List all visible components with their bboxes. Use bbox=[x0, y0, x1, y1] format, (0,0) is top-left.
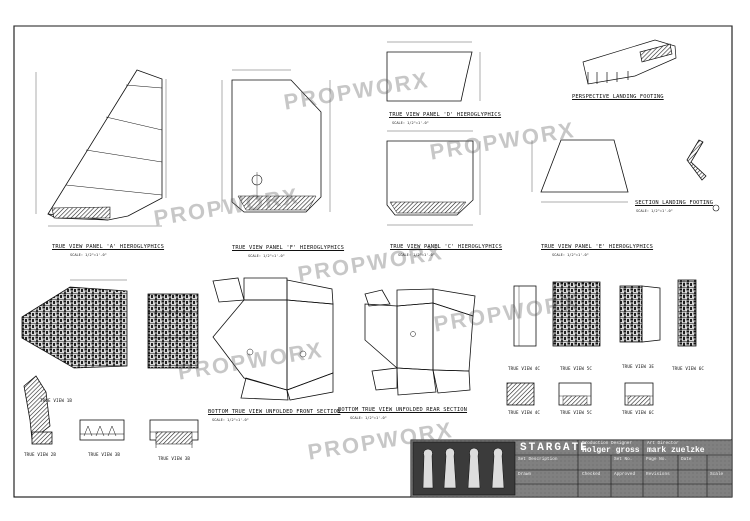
label-true-view-5c-lower: True view 5C bbox=[560, 410, 593, 415]
approved-label: Approved bbox=[614, 472, 636, 477]
scale-panel-f: Scale: 1/2"=1'-0" bbox=[248, 254, 285, 258]
panel-glyph-detail-left bbox=[21, 279, 199, 369]
unfolded-rear-section bbox=[364, 288, 476, 396]
panel-a-drawing bbox=[35, 69, 167, 227]
set-description-label: Set Description bbox=[518, 457, 558, 462]
label-panel-c: True view panel 'C' hieroglyphics bbox=[390, 244, 503, 250]
panel-c-drawing bbox=[386, 130, 481, 226]
panel-d-drawing bbox=[386, 41, 481, 102]
label-panel-f: True view panel 'F' hieroglyphics bbox=[232, 245, 345, 251]
panel-f-drawing bbox=[221, 69, 331, 213]
date-label: Date bbox=[681, 457, 692, 462]
label-panel-e: True view panel 'E' hieroglyphics bbox=[541, 244, 654, 250]
small-true-views-right bbox=[506, 382, 654, 406]
label-section-footing: Section landing footing bbox=[635, 200, 714, 206]
canopic-jars-image bbox=[422, 447, 505, 489]
label-true-view-2b: True view 2B bbox=[24, 452, 57, 457]
scale-label: Scale bbox=[710, 472, 724, 477]
set-number-label: Set No. bbox=[614, 457, 633, 462]
scale-panel-a: Scale: 1/2"=1'-0" bbox=[70, 253, 107, 257]
label-true-view-5c: True view 5C bbox=[560, 366, 593, 371]
page-number-label: Page No. bbox=[646, 457, 668, 462]
title-block bbox=[410, 439, 733, 498]
scale-panel-d: Scale: 1/2"=1'-0" bbox=[392, 121, 429, 125]
label-unfolded-front: Bottom true view unfolded front section bbox=[208, 409, 341, 415]
label-true-view-4c-lower: True view 4C bbox=[508, 410, 541, 415]
label-panel-a: True view panel 'A' hieroglyphics bbox=[52, 244, 165, 250]
label-true-view-6c: True view 6C bbox=[672, 366, 705, 371]
section-footing-drawing bbox=[686, 139, 720, 212]
unfolded-front-section bbox=[212, 277, 334, 401]
label-unfolded-rear: Bottom true view unfolded rear section bbox=[338, 407, 468, 413]
drawn-label: Drawn bbox=[518, 472, 532, 477]
label-true-view-3b: True view 3B bbox=[88, 452, 121, 457]
small-true-views-left bbox=[23, 375, 199, 448]
scale-panel-c: Scale: 1/2"=1'-0" bbox=[398, 253, 435, 257]
scale-section-footing: Scale: 1/2"=1'-0" bbox=[636, 209, 673, 213]
label-panel-d: True view panel 'D' hieroglyphics bbox=[389, 112, 502, 118]
checked-label: Checked bbox=[582, 472, 601, 477]
label-true-view-3e: True view 3E bbox=[622, 364, 655, 369]
panel-e-detail-views bbox=[513, 279, 697, 347]
art-director-label: Art Director bbox=[647, 441, 679, 446]
revisions-label: Revisions bbox=[646, 472, 670, 477]
perspective-footing-drawing bbox=[582, 39, 677, 85]
scale-panel-e: Scale: 1/2"=1'-0" bbox=[552, 253, 589, 257]
label-true-view-1b: True view 1B bbox=[40, 398, 73, 403]
label-true-view-4c: True view 4C bbox=[508, 366, 541, 371]
production-designer-name: holger gross bbox=[582, 446, 640, 455]
label-perspective-footing: Perspective landing footing bbox=[572, 94, 664, 100]
scale-unfolded-front: Scale: 1/2"=1'-0" bbox=[212, 418, 249, 422]
label-true-view-6c-lower: True view 6C bbox=[622, 410, 655, 415]
panel-e-drawing bbox=[531, 139, 629, 203]
art-director-name: mark zuelzke bbox=[647, 446, 705, 455]
stargate-logo: STARGATE bbox=[520, 442, 589, 454]
production-designer-label: Production Designer bbox=[582, 441, 633, 446]
label-true-view-3b-alt: True view 3B bbox=[158, 456, 191, 461]
scale-unfolded-rear: Scale: 1/2"=1'-0" bbox=[350, 416, 387, 420]
